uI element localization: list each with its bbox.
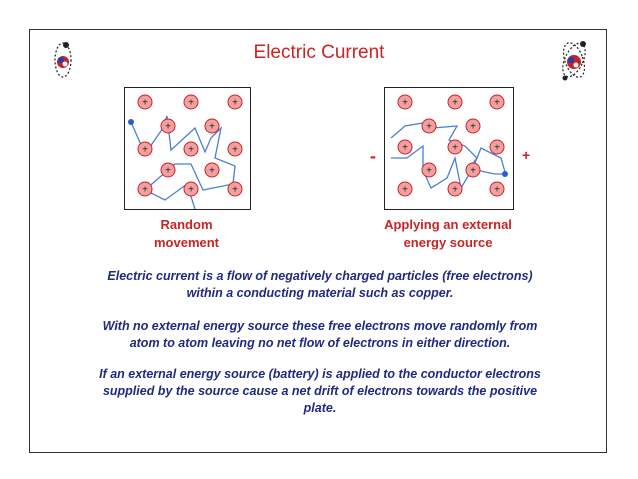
positive-ion	[204, 118, 220, 134]
positive-ion	[489, 181, 505, 197]
positive-ion	[447, 181, 463, 197]
positive-ion-symbol: +	[426, 166, 432, 177]
positive-ion-symbol: +	[494, 98, 500, 109]
positive-terminal-sign: +	[522, 147, 531, 163]
caption-random: Random movement	[153, 217, 220, 250]
positive-ion-symbol: +	[470, 122, 476, 133]
positive-ion	[183, 141, 199, 157]
positive-ion-symbol: +	[142, 145, 148, 156]
positive-ion-symbol: +	[452, 98, 458, 109]
atom-icon-right	[562, 41, 586, 81]
random-electron-diagram: + + + + + + + + + + + + +	[128, 94, 243, 210]
positive-ion-symbol: +	[188, 185, 194, 196]
drift-electron-diagram: + + + + + + + + + + + + +	[390, 94, 508, 197]
positive-ion-symbol: +	[209, 122, 215, 133]
positive-ion	[397, 94, 413, 110]
positive-ion-symbol: +	[426, 122, 432, 133]
positive-ion	[183, 181, 199, 197]
positive-ion-symbol: +	[209, 166, 215, 177]
positive-ion	[137, 141, 153, 157]
positive-ion-symbol: +	[232, 185, 238, 196]
positive-ion	[465, 162, 481, 178]
positive-ion-symbol: +	[402, 185, 408, 196]
positive-ion	[397, 139, 413, 155]
positive-ion-symbol: +	[402, 98, 408, 109]
positive-ion	[160, 118, 176, 134]
conductor-box-random: + + + + + + + + + + + + +	[124, 87, 251, 210]
caption-applied: Applying an external energy source	[384, 217, 512, 250]
positive-ion	[447, 139, 463, 155]
positive-ion	[421, 118, 437, 134]
paragraph-definition: Electric current is a flow of negatively…	[107, 269, 533, 300]
positive-ion	[227, 141, 243, 157]
positive-ion	[204, 162, 220, 178]
slide-title: Electric Current	[253, 42, 385, 63]
positive-ion	[465, 118, 481, 134]
electron	[128, 119, 134, 125]
positive-ion-symbol: +	[452, 143, 458, 154]
positive-ion-symbol: +	[142, 185, 148, 196]
positive-ion-symbol: +	[232, 98, 238, 109]
electron	[502, 171, 508, 177]
positive-ion-symbol: +	[494, 143, 500, 154]
positive-ion	[489, 94, 505, 110]
positive-ion	[489, 139, 505, 155]
positive-ion-symbol: +	[188, 98, 194, 109]
positive-ion-symbol: +	[165, 122, 171, 133]
positive-ion	[397, 181, 413, 197]
paragraph-random: With no external energy source these fre…	[102, 319, 538, 350]
slide-frame	[29, 29, 607, 453]
positive-ion	[183, 94, 199, 110]
ion-grid-applied: + + + + + + + + + + + + +	[397, 94, 505, 197]
positive-ion-symbol: +	[232, 145, 238, 156]
positive-ion-symbol: +	[452, 185, 458, 196]
positive-ion-symbol: +	[188, 145, 194, 156]
conductor-box-applied: + + + + + + + + + + + + +	[384, 87, 514, 210]
positive-ion	[160, 162, 176, 178]
positive-ion-symbol: +	[402, 143, 408, 154]
electron-path	[391, 144, 506, 190]
atom-icon-left	[54, 42, 72, 78]
positive-ion-symbol: +	[142, 98, 148, 109]
positive-ion	[227, 181, 243, 197]
negative-terminal-sign: -	[370, 146, 376, 166]
positive-ion-symbol: +	[165, 166, 171, 177]
positive-ion-symbol: +	[494, 185, 500, 196]
positive-ion	[421, 162, 437, 178]
positive-ion	[137, 94, 153, 110]
paragraph-drift: If an external energy source (battery) i…	[99, 367, 541, 415]
positive-ion	[447, 94, 463, 110]
positive-ion-symbol: +	[470, 166, 476, 177]
positive-ion	[227, 94, 243, 110]
positive-ion	[137, 181, 153, 197]
ion-grid-random: + + + + + + + + + + + + +	[137, 94, 243, 197]
